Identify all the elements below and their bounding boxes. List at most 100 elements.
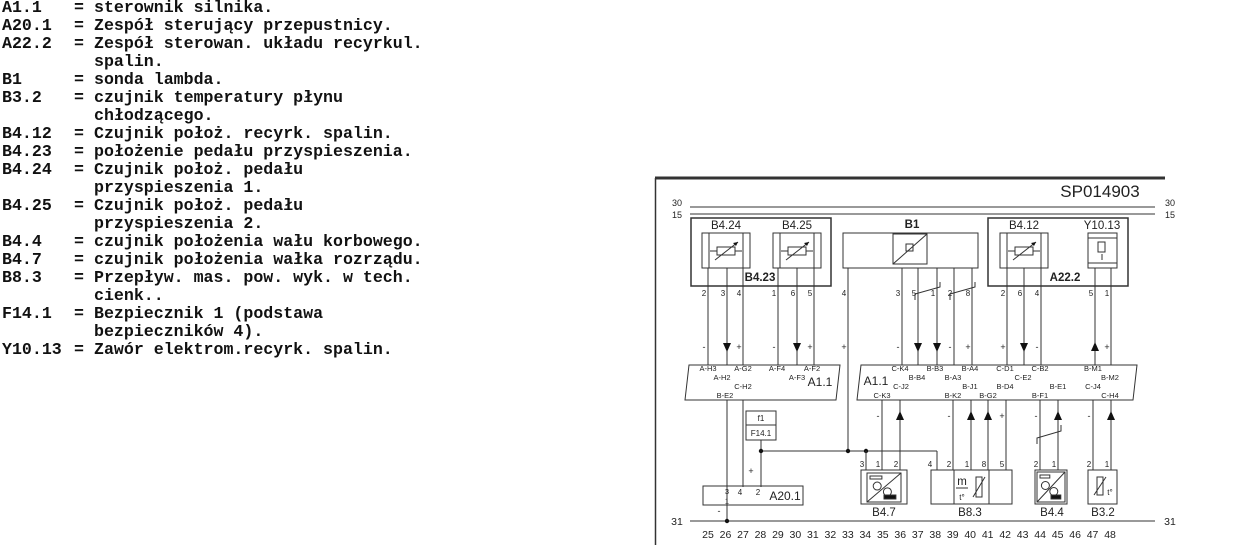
legend-row: przyspieszenia 2. xyxy=(2,215,423,233)
terminal-number: 43 xyxy=(1017,529,1029,541)
legend-description: Zawór elektrom.recyrk. spalin. xyxy=(94,340,393,359)
b1-label: B1 xyxy=(905,219,920,231)
sensor-symbol-icon xyxy=(1036,471,1066,503)
b423-label: B4.23 xyxy=(745,272,776,284)
adjust-arrow-head xyxy=(1031,242,1036,246)
pin-label: 5 xyxy=(912,289,917,298)
b1-symbol xyxy=(892,233,928,265)
pin-label: 2 xyxy=(1034,460,1039,469)
ecu-pin-label: C-H2 xyxy=(734,382,752,391)
legend-code: B8.3 xyxy=(2,268,42,287)
ecu-pin-label: A-F2 xyxy=(804,364,820,373)
ecu-pin-label: A-F3 xyxy=(789,373,805,382)
ecu-pin-label: C-E2 xyxy=(1014,373,1031,382)
terminal-number: 48 xyxy=(1104,529,1116,541)
ecu-pin-label: B-G2 xyxy=(979,391,997,400)
b425-label: B4.25 xyxy=(782,220,812,232)
terminal-number: 32 xyxy=(825,529,837,541)
sensor-resistor xyxy=(869,475,883,480)
legend: A1.1=sterownik silnika.A20.1=Zespół ster… xyxy=(2,0,423,359)
rail-15-label: 15 xyxy=(1165,210,1175,220)
terminal-number: 35 xyxy=(877,529,889,541)
legend-description: spalin. xyxy=(94,52,164,71)
plus-sign: + xyxy=(999,411,1004,421)
pin-label: 2 xyxy=(1087,460,1092,469)
ecu-pin-label: C-D1 xyxy=(996,364,1014,373)
legend-row: A22.2=Zespół sterowan. układu recyrkul. xyxy=(2,35,423,53)
mass-flow-symbol: m xyxy=(957,476,967,488)
legend-row: B4.12=Czujnik położ. recyrk. spalin. xyxy=(2,125,423,143)
terminal-number: 39 xyxy=(947,529,959,541)
legend-row: chłodzącego. xyxy=(2,107,423,125)
ecu-pin-label: B-M2 xyxy=(1101,373,1119,382)
a11-right-box xyxy=(856,364,1138,401)
legend-row: A20.1=Zespół sterujący przepustnicy. xyxy=(2,17,423,35)
terminal-number: 29 xyxy=(772,529,784,541)
arrow-down-icon xyxy=(793,343,801,352)
pin-label: 1 xyxy=(1052,460,1057,469)
ecu-pin-label: C-J2 xyxy=(893,382,909,391)
edge xyxy=(972,476,986,498)
terminal-number: 44 xyxy=(1034,529,1046,541)
legend-code: B4.24 xyxy=(2,160,52,179)
ecu-pin-label: A-H2 xyxy=(713,373,730,382)
legend-equals: = xyxy=(74,250,84,269)
legend-row: Y10.13=Zawór elektrom.recyrk. spalin. xyxy=(2,341,423,359)
minus-sign: - xyxy=(1036,342,1039,352)
diagram-lines xyxy=(654,176,1165,545)
legend-equals: = xyxy=(74,70,84,89)
sensor-magnet xyxy=(1050,494,1062,500)
ecu-pin-label: B-A3 xyxy=(945,373,962,382)
pin-label: 1 xyxy=(1105,460,1110,469)
adjust-arrow xyxy=(1012,241,1037,261)
terminal-number: 46 xyxy=(1069,529,1081,541)
ecu-pin-label: C-B2 xyxy=(1031,364,1048,373)
a11-label: A1.1 xyxy=(808,375,833,389)
ecu-pin-label: B-F1 xyxy=(1032,391,1048,400)
terminal-number: 25 xyxy=(702,529,714,541)
arrow-up-icon xyxy=(1054,411,1062,420)
terminal-number: 42 xyxy=(999,529,1011,541)
adjust-arrow-head xyxy=(804,242,809,246)
minus-sign: - xyxy=(1035,411,1038,421)
f141-label: F14.1 xyxy=(751,429,772,438)
legend-equals: = xyxy=(74,16,84,35)
ecu-pin-label: B-E2 xyxy=(717,391,734,400)
legend-description: Czujnik położ. recyrk. spalin. xyxy=(94,124,393,143)
y1013-box xyxy=(1087,232,1118,269)
y1013-label: Y10.13 xyxy=(1084,220,1120,232)
plus-sign: + xyxy=(807,342,812,352)
arrow-down-icon xyxy=(933,343,941,352)
legend-code: B4.7 xyxy=(2,250,42,269)
arrow-up-icon xyxy=(984,411,992,420)
thermistor-icon xyxy=(975,476,983,498)
f1-label: f1 xyxy=(758,414,765,423)
pin-label: 1 xyxy=(876,460,881,469)
b424-box xyxy=(701,232,751,269)
adjust-arrow xyxy=(785,241,810,261)
legend-code: B4.25 xyxy=(2,196,52,215)
legend-description: cienk.. xyxy=(94,286,164,305)
legend-code: B3.2 xyxy=(2,88,42,107)
rail-15-label: 15 xyxy=(672,210,682,220)
ecu-pin-label: A-F4 xyxy=(769,364,785,373)
pin-label: 1 xyxy=(931,289,936,298)
legend-description: czujnik położenia wału korbowego. xyxy=(94,232,423,251)
legend-equals: = xyxy=(74,304,84,323)
pin-label: 5 xyxy=(808,289,813,298)
a11-left-box xyxy=(684,364,841,401)
terminal-number: 31 xyxy=(807,529,819,541)
b47-box xyxy=(860,469,908,505)
pin-label: 1 xyxy=(772,289,777,298)
terminal-number: 38 xyxy=(929,529,941,541)
pin-label: 2 xyxy=(894,460,899,469)
pin-label: 2 xyxy=(1001,289,1006,298)
legend-code: A1.1 xyxy=(2,0,42,17)
b44-label: B4.4 xyxy=(1040,507,1064,519)
minus-sign: - xyxy=(948,411,951,421)
plus-sign: + xyxy=(1000,342,1005,352)
legend-row: B8.3=Przepływ. mas. pow. wyk. w tech. xyxy=(2,269,423,287)
legend-row: B1=sonda lambda. xyxy=(2,71,423,89)
legend-description: Zespół sterowan. układu recyrkul. xyxy=(94,34,423,53)
legend-description: Przepływ. mas. pow. wyk. w tech. xyxy=(94,268,413,287)
